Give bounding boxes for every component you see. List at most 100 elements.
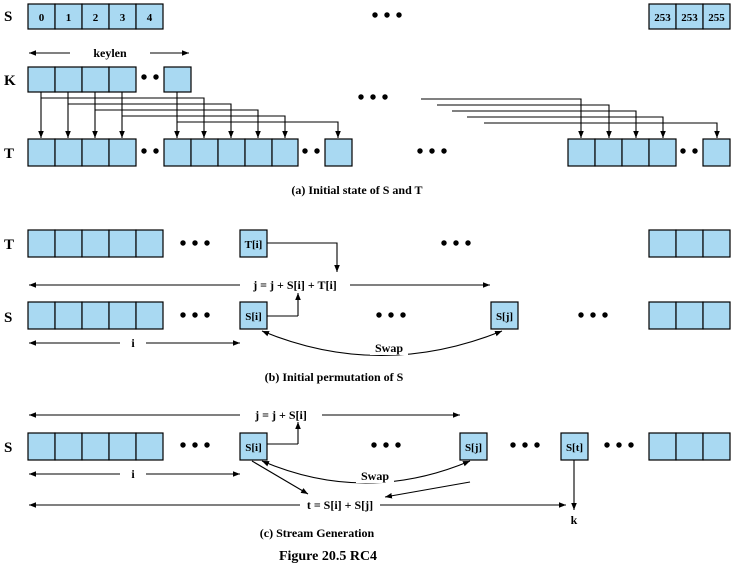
panel-b: T T[i] • • • • • • j = j + S[i] + T[i] S	[4, 229, 731, 384]
t-cell	[108, 138, 137, 167]
keylen-label: keylen	[93, 46, 127, 60]
formula-c: j = j + S[i]	[254, 408, 307, 422]
s-cell	[27, 432, 56, 461]
s-index-label: 3	[120, 12, 126, 24]
s-j-label-c: S[j]	[465, 442, 482, 454]
ellipsis: • • •	[375, 305, 406, 327]
k-cell	[27, 66, 56, 93]
s-cell	[54, 432, 83, 461]
t-cell	[27, 229, 56, 258]
s-cell	[81, 301, 110, 330]
s-cell	[27, 3, 56, 30]
t-cell	[108, 229, 137, 258]
s-cell-j	[490, 301, 519, 330]
k-cell	[54, 66, 83, 93]
swap-label-bg-c	[356, 469, 394, 483]
ellipsis: • • •	[416, 141, 447, 163]
panel-c: j = j + S[i] S S[i] S[j] S[t] • • • • • …	[4, 408, 731, 540]
s-i-label-c: S[i]	[245, 442, 262, 454]
s-cell	[135, 432, 164, 461]
t-cell	[271, 138, 299, 167]
s-cell	[702, 3, 731, 30]
s-cell-t	[560, 432, 589, 461]
formula-b: j = j + S[i] + T[i]	[252, 278, 337, 292]
s-t-label-c: S[t]	[566, 442, 583, 454]
k-array	[27, 66, 192, 93]
i-label-b: i	[131, 336, 135, 350]
t-row-b	[27, 229, 731, 258]
k-cell	[108, 66, 137, 93]
s-cell-j	[459, 432, 488, 461]
ellipsis: • • •	[370, 435, 401, 457]
ellipsis: • • •	[371, 5, 402, 27]
t-cell	[567, 138, 596, 167]
ellipsis: • •	[679, 141, 698, 163]
key-repeat-connectors	[38, 92, 720, 138]
ellipsis: • • •	[179, 435, 210, 457]
k-output-label: k	[571, 513, 578, 527]
s-index-label: 0	[39, 12, 45, 24]
t-i-to-formula-arrow	[267, 242, 340, 272]
ellipsis: • • •	[577, 305, 608, 327]
formula-t: t = S[i] + S[j]	[307, 498, 373, 512]
t-array	[27, 138, 731, 167]
s-cell	[702, 301, 731, 330]
s-end-label: 255	[708, 12, 725, 24]
s-cell	[702, 432, 731, 461]
swap-label-bg-b	[370, 341, 408, 355]
s-j-label-b: S[j]	[496, 311, 513, 323]
t-cell	[163, 138, 192, 167]
s-cell-i	[239, 432, 268, 461]
swap-arrow-b	[261, 330, 503, 357]
s-cell	[675, 3, 704, 30]
t-cell	[190, 138, 219, 167]
caption-b: (b) Initial permutation of S	[265, 370, 404, 384]
ellipsis: • •	[140, 141, 159, 163]
s-row-c	[27, 432, 731, 461]
s-cell-i	[239, 301, 268, 330]
swap-label-c: Swap	[361, 469, 389, 483]
s-array-end: 253 253 255	[648, 3, 731, 30]
s-cell	[108, 432, 137, 461]
t-cell	[648, 138, 677, 167]
s-cell	[54, 301, 83, 330]
s-array-start: 0 1 2 3 4	[27, 3, 164, 30]
i-label-c: i	[131, 467, 135, 481]
s-cell	[675, 432, 704, 461]
s-cell	[108, 301, 137, 330]
caption-a: (a) Initial state of S and T	[291, 183, 422, 197]
s-i-to-t-arrow	[251, 460, 309, 495]
t-cell	[702, 229, 731, 258]
t-cell	[324, 138, 353, 167]
t-cell	[621, 138, 650, 167]
t-cell	[648, 229, 677, 258]
s-end-label: 253	[654, 12, 671, 24]
s-index-label: 2	[93, 12, 99, 24]
s-i-label-b: S[i]	[245, 311, 262, 323]
t-cell	[81, 138, 110, 167]
t-cell	[27, 138, 56, 167]
s-cell	[81, 432, 110, 461]
ellipsis: • • •	[440, 233, 471, 255]
s-cell	[675, 301, 704, 330]
ellipsis: • • •	[509, 435, 540, 457]
t-cell-i	[239, 229, 268, 258]
ellipsis: • • •	[357, 87, 388, 109]
caption-c: (c) Stream Generation	[260, 526, 375, 540]
s-cell	[648, 301, 677, 330]
s-cell	[135, 301, 164, 330]
s-cell	[135, 3, 164, 30]
t-cell	[702, 138, 731, 167]
figure-title: Figure 20.5 RC4	[279, 549, 377, 564]
t-cell	[217, 138, 246, 167]
t-cell	[675, 229, 704, 258]
row-label-s-a: S	[4, 9, 12, 25]
s-cell	[648, 432, 677, 461]
t-cell	[54, 138, 83, 167]
s-end-label: 253	[681, 12, 698, 24]
row-label-t-b: T	[4, 237, 14, 253]
t-cell	[244, 138, 273, 167]
t-cell	[54, 229, 83, 258]
swap-label-b: Swap	[375, 341, 403, 355]
